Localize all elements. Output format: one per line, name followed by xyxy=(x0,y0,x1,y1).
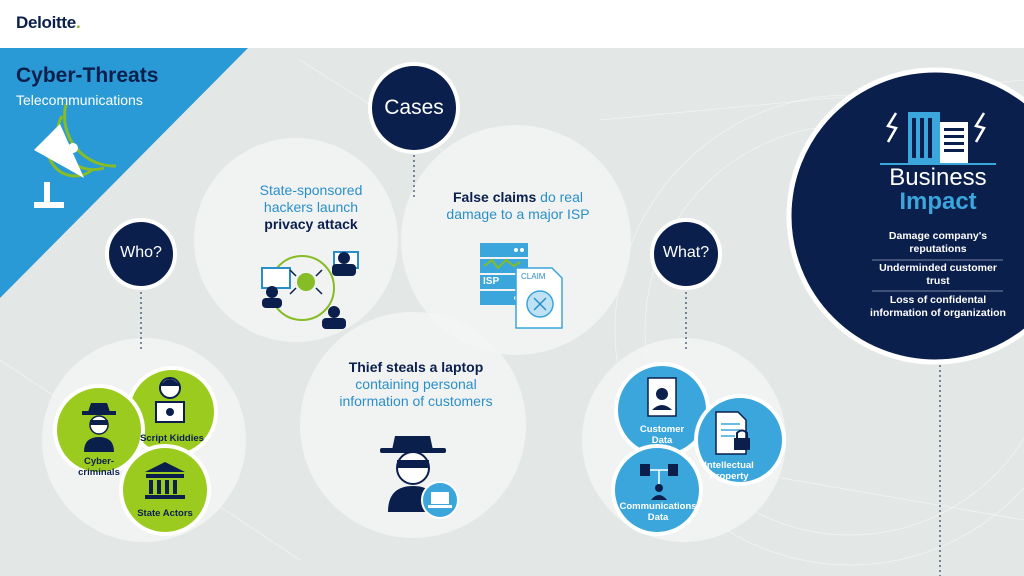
header-triangle xyxy=(0,48,248,298)
cases-bubble xyxy=(368,62,460,154)
impact-title-line2: Impact xyxy=(899,188,977,215)
who-bubble xyxy=(105,218,177,290)
what-asset-circles xyxy=(611,362,786,536)
case-circle-1 xyxy=(194,138,398,342)
actor-script-kiddies: Script Kiddies xyxy=(140,433,204,444)
page-title: Cyber-Threats xyxy=(16,64,159,87)
who-actor-circles xyxy=(53,366,218,536)
satellite-dish-icon xyxy=(34,103,117,208)
impact-item-2: Underminded customer trust xyxy=(879,262,997,287)
claim-document-icon xyxy=(515,267,563,329)
actor-cyber-criminals: Cyber-criminals xyxy=(78,456,120,478)
claim-label: CLAIM xyxy=(521,272,546,281)
case-circle-2 xyxy=(401,125,631,355)
impact-title-line1: Business xyxy=(889,164,987,191)
what-bubble xyxy=(650,218,722,290)
cases-label: Cases xyxy=(384,96,444,119)
background-graphics xyxy=(0,48,1024,576)
case-circle-3 xyxy=(300,312,526,538)
page-subtitle: Telecommunications xyxy=(16,92,143,108)
case-3-text: Thief steals a laptop containing persona… xyxy=(339,359,493,409)
who-label: Who? xyxy=(120,244,162,261)
building-icon xyxy=(880,112,996,165)
actor-state-actors: State Actors xyxy=(137,508,193,519)
impact-item-1: Damage company's reputations xyxy=(888,230,988,255)
privacy-attack-icon xyxy=(261,251,359,329)
deloitte-logo: Deloitte. xyxy=(16,13,81,32)
impact-item-3: Loss of confidental information of organ… xyxy=(870,294,1006,319)
asset-customer-data: Customer Data xyxy=(639,424,685,446)
thief-icon xyxy=(380,436,459,519)
what-label: What? xyxy=(662,244,710,261)
infographic-stage: Cyber-Threats Telecommunications Who? Ca… xyxy=(0,48,1024,576)
asset-intellectual-property: Intellectual Property xyxy=(704,460,754,482)
case-2-text: False claims do real damage to a major I… xyxy=(446,189,590,222)
top-bar: Deloitte. xyxy=(0,0,1024,48)
asset-communications-data: Communications Data xyxy=(619,501,697,523)
isp-label: ISP xyxy=(483,276,500,287)
